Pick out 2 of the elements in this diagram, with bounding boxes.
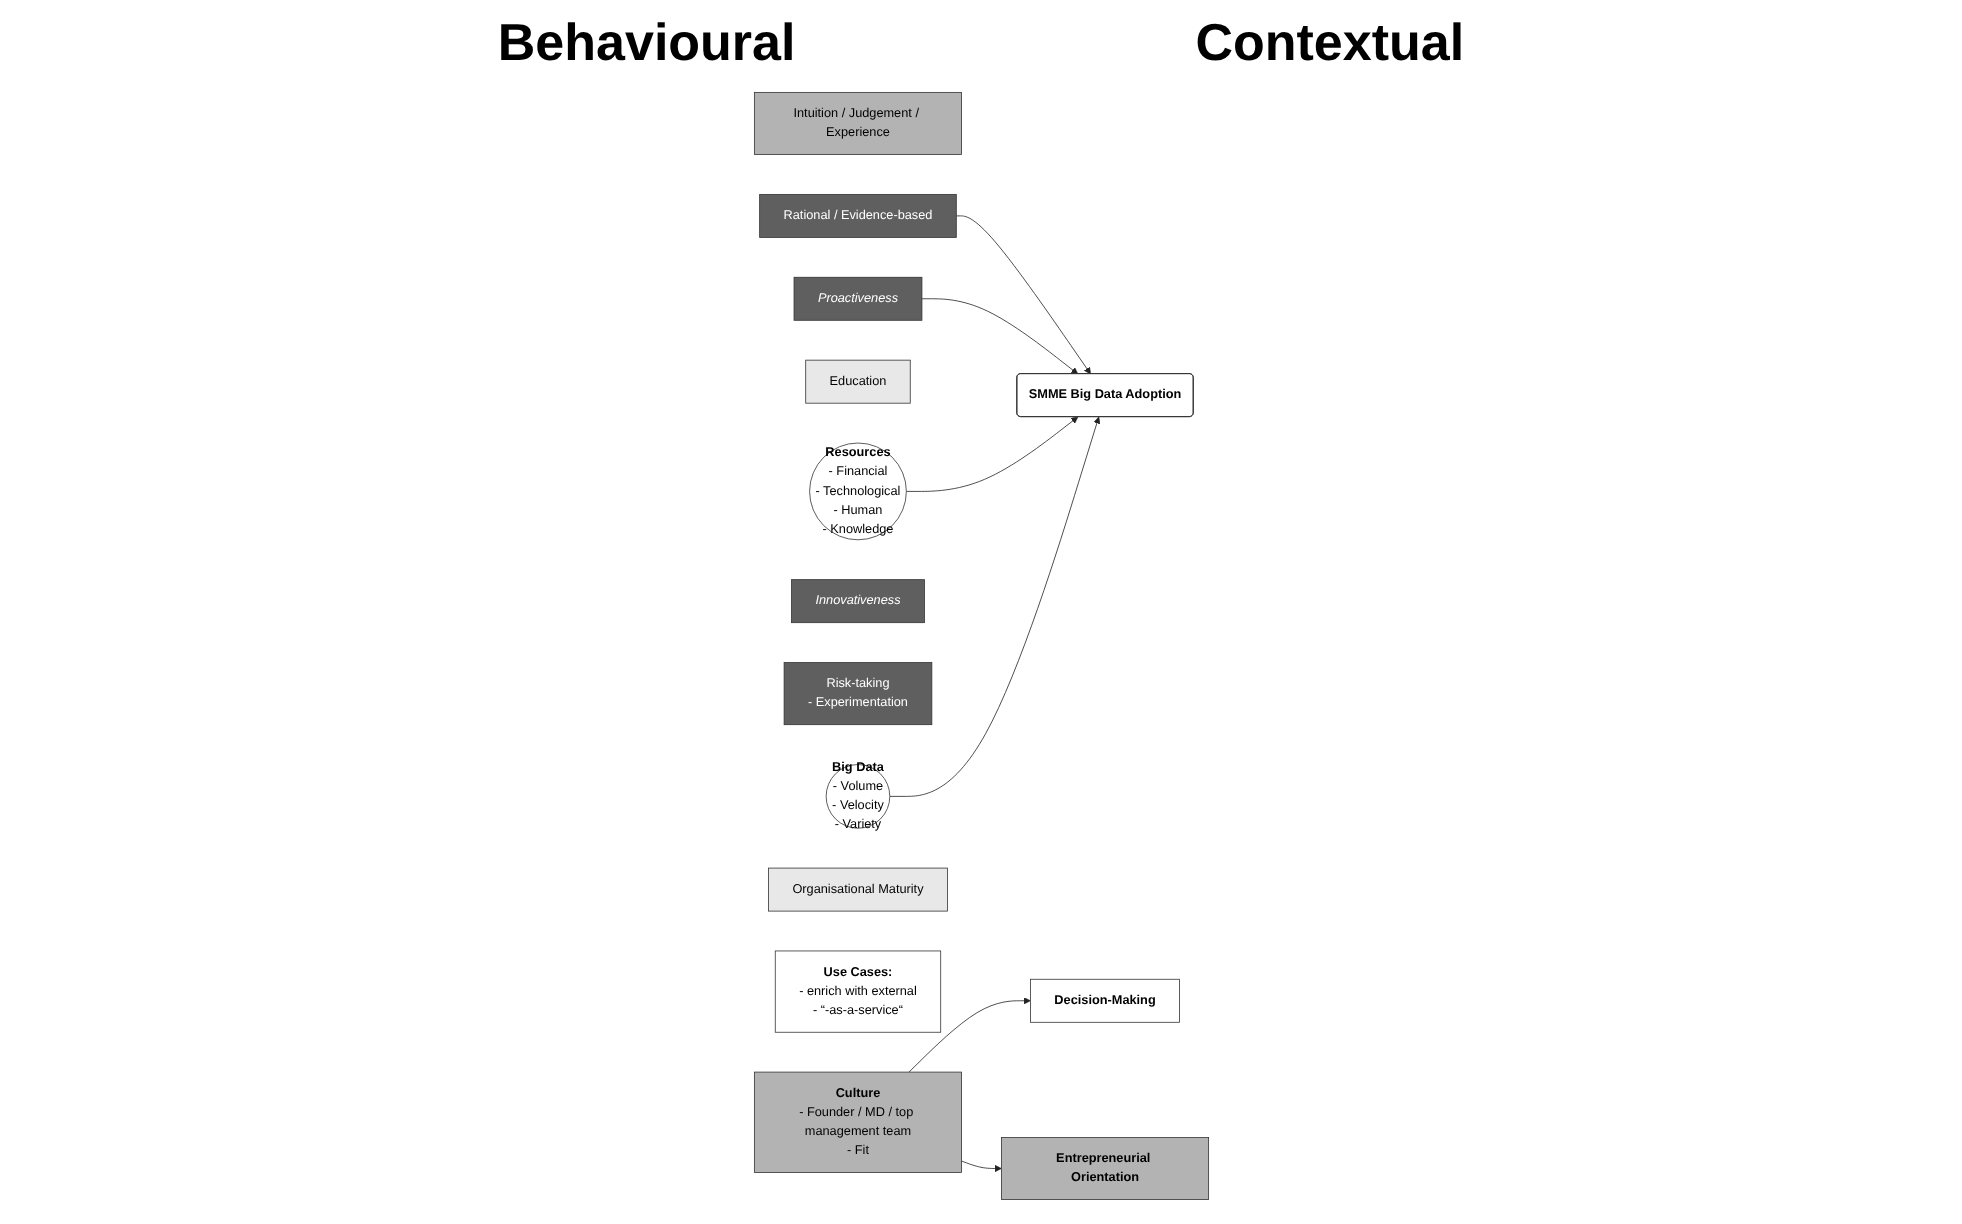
section-heading: Contextual <box>1195 12 1465 76</box>
section-heading: Behavioural <box>497 12 796 76</box>
